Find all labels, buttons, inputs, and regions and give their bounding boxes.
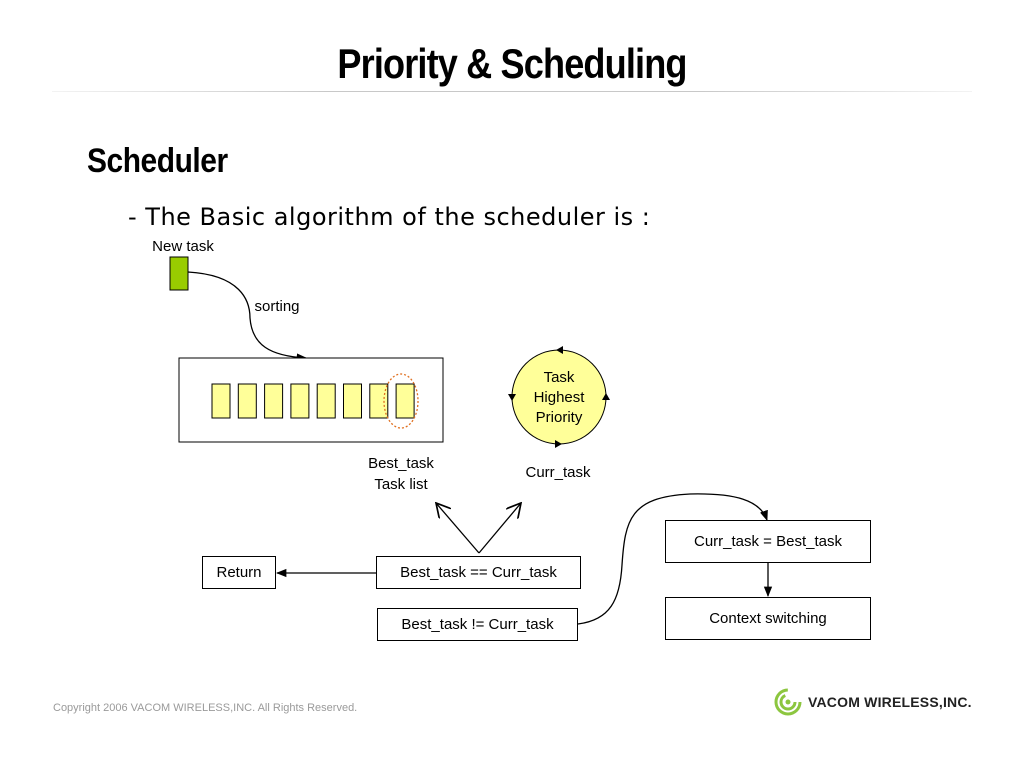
arrow-to-task-list [436, 503, 480, 554]
task-slot [237, 383, 257, 419]
arrow-to-assign [577, 493, 768, 625]
sorting-arrow [187, 271, 308, 362]
task-slot [343, 383, 362, 419]
task-list-label: Task list [374, 476, 428, 493]
company-logo: VACOM WIRELESS,INC. [774, 688, 972, 716]
circle-arrow-top [556, 346, 563, 354]
new-task-label: New task [152, 238, 214, 255]
curr-task-label: Curr_task [525, 464, 591, 481]
circle-line-1: Task [543, 369, 575, 386]
circle-line-3: Priority [535, 409, 583, 426]
assign-curr-task-box: Curr_task = Best_task [665, 520, 871, 563]
arrow-to-curr-task [478, 503, 521, 554]
copyright-text: Copyright 2006 VACOM WIRELESS,INC. All R… [53, 702, 358, 714]
logo-text: VACOM WIRELESS,INC. [808, 694, 972, 710]
circle-line-2: Highest [533, 389, 585, 406]
best-task-highlight [383, 373, 419, 429]
context-switching-box: Context switching [665, 597, 871, 640]
not-equal-condition-box: Best_task != Curr_task [377, 608, 578, 641]
bullet-text: - The Basic algorithm of the scheduler i… [128, 203, 651, 231]
title-divider [52, 91, 972, 92]
slide-title: Priority & Scheduling [337, 40, 687, 87]
task-slot [369, 383, 389, 419]
vacom-logo-icon [774, 688, 802, 716]
task-slot [264, 383, 284, 419]
circle-arrow-right [602, 393, 610, 400]
circle-text: Task Highest Priority [512, 368, 606, 428]
best-task-slot [395, 383, 415, 419]
sorting-label: sorting [254, 298, 300, 315]
task-slot [316, 383, 336, 419]
section-heading: Scheduler [87, 142, 228, 180]
circle-arrow-bottom [555, 440, 562, 448]
circle-arrow-left [508, 394, 516, 401]
task-slot [290, 383, 310, 419]
task-slots [211, 383, 415, 419]
best-task-label: Best_task [368, 455, 434, 472]
task-slot [211, 383, 231, 419]
new-task-block [169, 256, 189, 291]
equal-condition-box: Best_task == Curr_task [376, 556, 581, 589]
return-box: Return [202, 556, 276, 589]
